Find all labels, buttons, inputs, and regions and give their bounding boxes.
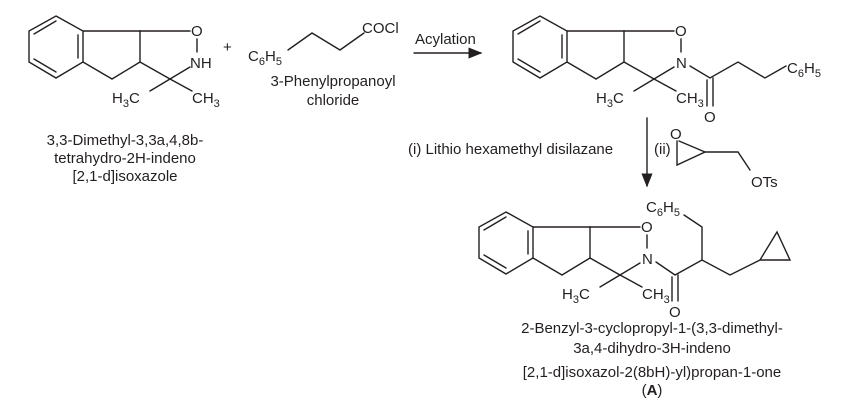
atom-h3c: H3C (596, 90, 624, 110)
intermediate-acyl-isoxazolidine: O N H3C CH3 O C6H5 (512, 15, 821, 126)
atom-o: O (191, 23, 203, 40)
reactant-indeno-isoxazole: O NH H3C CH3 (28, 15, 220, 110)
product-a: O N H3C CH3 O C6H5 (478, 199, 792, 321)
atom-cocl: COCl (362, 20, 399, 37)
atom-ch3: CH3 (642, 286, 670, 306)
product-name: 2-Benzyl-3-cyclopropyl-1-(3,3-dimethyl- … (521, 320, 783, 399)
epoxide-tosylate: O OTs (670, 126, 778, 191)
atom-o: O (641, 219, 653, 236)
name-line: 3,3-Dimethyl-3,3a,4,8b- (47, 132, 204, 149)
name-line: 3-Phenylpropanoyl (270, 73, 395, 90)
atom-n: N (642, 251, 653, 268)
name-line: [2,1-d]isoxazol-2(8bH)-yl)propan-1-one (523, 364, 781, 381)
atom-nh: NH (190, 55, 212, 72)
atom-carbonyl-o: O (704, 109, 716, 126)
atom-epoxide-o: O (670, 126, 682, 143)
atom-c6h5: C6H5 (787, 60, 821, 80)
cyclopropyl-ring (758, 230, 792, 261)
reactant-phenylpropanoyl-chloride: C6H5 COCl 3-Phenylpropanoyl chloride (248, 20, 399, 109)
name-line: 3a,4-dihydro-3H-indeno (573, 340, 731, 357)
compound-label: (A) (642, 382, 663, 399)
atom-carbonyl-o: O (669, 304, 681, 321)
atom-h3c: H3C (112, 90, 140, 110)
reactant1-name: 3,3-Dimethyl-3,3a,4,8b- tetrahydro-2H-in… (47, 132, 204, 185)
atom-c6h5: C6H5 (248, 48, 282, 68)
reagent-ii-label: (ii) (654, 141, 671, 158)
plus-sign: + (223, 39, 232, 56)
name-line: tetrahydro-2H-indeno (54, 150, 196, 167)
reagent-lihmds: (i) Lithio hexamethyl disilazane (408, 141, 613, 158)
atom-n: N (676, 55, 687, 72)
name-line: chloride (307, 92, 360, 109)
name-line: [2,1-d]isoxazole (72, 168, 177, 185)
acylation-label: Acylation (415, 31, 476, 48)
atom-ch3: CH3 (192, 90, 220, 110)
atom-h3c: H3C (562, 286, 590, 306)
atom-c6h5: C6H5 (646, 199, 680, 219)
atom-ots: OTs (751, 174, 778, 191)
atom-o: O (675, 23, 687, 40)
atom-ch3: CH3 (676, 90, 704, 110)
name-line: 2-Benzyl-3-cyclopropyl-1-(3,3-dimethyl- (521, 320, 783, 337)
